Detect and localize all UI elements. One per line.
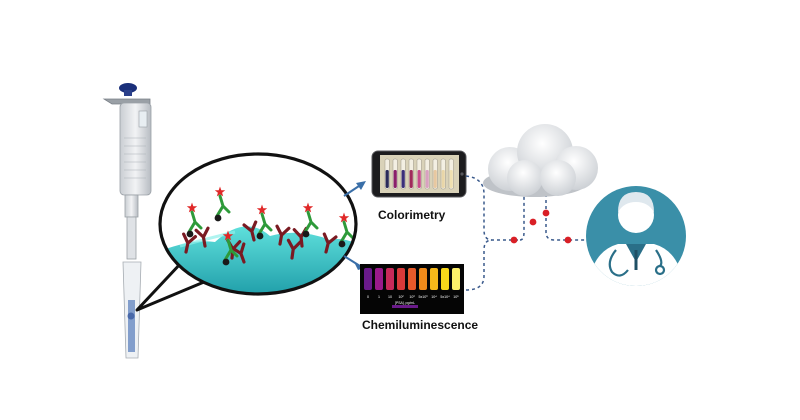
star-label-icon [222, 230, 234, 241]
network-connections [465, 175, 588, 291]
star-label-icon [256, 204, 268, 215]
capture-complex [302, 202, 319, 238]
capture-complex [186, 202, 203, 238]
tube-liquid [409, 170, 413, 188]
antibody [286, 238, 302, 260]
tube-liquid [385, 170, 389, 188]
chemi-tick-label: 10⁵ [453, 295, 459, 299]
magnifier-bubble-icon [158, 152, 358, 296]
chemi-well [441, 268, 449, 290]
antibody [322, 232, 338, 254]
chemi-well [419, 268, 427, 290]
chemi-well [430, 268, 438, 290]
doctor-avatar-icon [586, 186, 686, 286]
tube-liquid [441, 170, 445, 188]
capture-complex [338, 212, 355, 248]
tube-liquid [449, 170, 453, 188]
tube-liquid [393, 170, 397, 188]
chemi-well [386, 268, 394, 290]
network-node-icon [510, 209, 572, 244]
chemi-unit-label: [PSA], pg/mL [395, 301, 415, 305]
chemi-well [397, 268, 405, 290]
chemi-tick-label: 10 [388, 295, 392, 299]
chemi-tick-label: 1 [378, 295, 380, 299]
chemi-tick-label: 10² [398, 295, 404, 299]
star-label-icon [338, 212, 350, 223]
chemi-tick-label: 10⁴ [431, 295, 437, 299]
colorimetry-tubes [384, 158, 454, 190]
cloud-icon [483, 124, 598, 197]
star-label-icon [186, 202, 198, 213]
chemi-tick-label: 0 [367, 295, 369, 299]
antibody [275, 224, 291, 246]
star-label-icon [214, 186, 226, 197]
tube-liquid [417, 170, 421, 188]
chemi-well [452, 268, 460, 290]
chemi-tick-label: 10³ [409, 295, 415, 299]
tablet-icon [371, 150, 467, 198]
tube-liquid [401, 170, 405, 188]
chemi-well [364, 268, 372, 290]
stethoscope-icon [608, 249, 666, 277]
output-arrows [343, 181, 366, 270]
chemi-tick-label: 5x10³ [419, 295, 429, 299]
antibody [182, 232, 198, 254]
antibody [230, 242, 246, 264]
capture-complex [222, 230, 239, 266]
pipette-grip-texture [124, 137, 146, 179]
star-label-icon [302, 202, 314, 213]
antibody [242, 220, 258, 242]
chemi-tick-label: 5x10⁴ [440, 295, 450, 299]
micropipette-icon [102, 83, 152, 359]
tube-liquid [433, 170, 437, 188]
chemi-well [408, 268, 416, 290]
chemi-well [375, 268, 383, 290]
capture-complex [214, 186, 231, 222]
tube-liquid [425, 170, 429, 188]
antibody-icon [182, 186, 355, 266]
antibody [194, 226, 210, 248]
chemi-scale-bar [392, 305, 418, 308]
pipette-sample-fluid [128, 300, 135, 352]
capture-complex [256, 204, 273, 240]
colorimetry-label: Colorimetry [378, 208, 446, 222]
chemiluminescence-label: Chemiluminescence [362, 318, 479, 332]
magnetic-bead [127, 312, 135, 320]
chemiluminescence-wells [364, 268, 460, 290]
